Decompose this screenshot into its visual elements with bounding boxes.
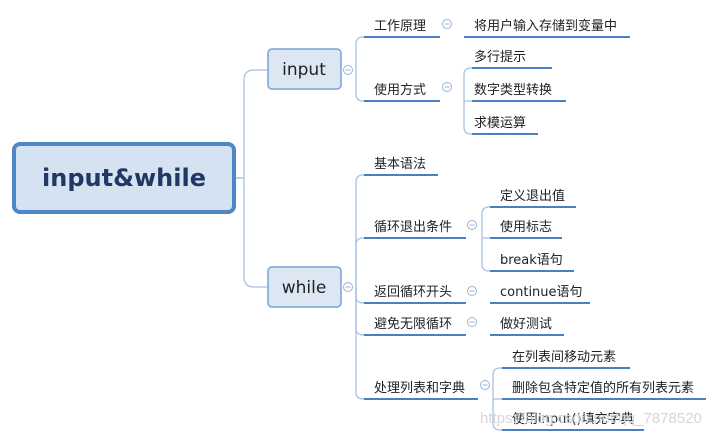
- leaf-label: 使用标志: [500, 219, 552, 235]
- leaf-node[interactable]: 在列表间移动元素: [502, 350, 630, 369]
- topic-node[interactable]: 避免无限循环: [364, 317, 466, 336]
- leaf-node[interactable]: 做好测试: [490, 317, 564, 336]
- leaf-node[interactable]: 数字类型转换: [472, 83, 566, 102]
- collapse-toggles: [343, 19, 490, 390]
- leaf-label: 使用input()填充字典: [512, 411, 634, 427]
- branch-node-input[interactable]: input: [267, 48, 342, 90]
- topic-node[interactable]: 返回循环开头: [364, 285, 466, 304]
- topic-node[interactable]: 循环退出条件: [364, 219, 466, 239]
- collapse-icon[interactable]: [480, 380, 490, 390]
- topic-label: 返回循环开头: [374, 285, 452, 300]
- branch-node-while-label: while: [282, 278, 327, 298]
- leaf-node[interactable]: 删除包含特定值的所有列表元素: [502, 380, 706, 400]
- topic-label: 循环退出条件: [374, 219, 452, 235]
- collapse-icon[interactable]: [442, 82, 452, 92]
- leaf-label: 将用户输入存储到变量中: [474, 18, 617, 34]
- topic-node[interactable]: 处理列表和字典: [364, 381, 478, 400]
- topic-node[interactable]: 工作原理: [364, 19, 440, 38]
- topic-node[interactable]: 基本语法: [364, 157, 438, 176]
- leaf-node[interactable]: break语句: [490, 253, 574, 272]
- topic-label: 使用方式: [374, 82, 426, 98]
- root-node-label: input&while: [42, 164, 206, 192]
- watermark-text: https://blog.csdn.net/qq_7878520: [480, 410, 702, 427]
- leaf-label: 求模运算: [474, 116, 526, 131]
- topic-label: 处理列表和字典: [374, 381, 465, 396]
- topic-label: 工作原理: [374, 19, 426, 34]
- connector-lines: [234, 36, 502, 431]
- branch-node-input-label: input: [282, 60, 326, 80]
- collapse-icon[interactable]: [343, 282, 353, 292]
- leaf-label: 定义退出值: [500, 188, 565, 204]
- leaf-node[interactable]: 将用户输入存储到变量中: [464, 18, 630, 38]
- leaf-label: 多行提示: [474, 49, 526, 65]
- root-node[interactable]: input&while: [12, 142, 236, 214]
- leaf-node[interactable]: 求模运算: [472, 116, 538, 135]
- topic-label: 避免无限循环: [374, 317, 452, 332]
- collapse-icon[interactable]: [343, 65, 353, 75]
- leaf-label: break语句: [500, 253, 563, 268]
- branch-node-while[interactable]: while: [267, 266, 342, 308]
- leaf-label: 做好测试: [500, 317, 552, 332]
- leaf-node[interactable]: 使用input()填充字典: [502, 411, 644, 431]
- collapse-icon[interactable]: [442, 19, 452, 29]
- leaf-node[interactable]: 定义退出值: [490, 188, 576, 208]
- leaf-label: 删除包含特定值的所有列表元素: [512, 380, 694, 396]
- collapse-icon[interactable]: [467, 220, 477, 230]
- leaf-node[interactable]: 使用标志: [490, 219, 562, 239]
- leaf-node[interactable]: continue语句: [490, 285, 590, 304]
- leaf-label: 数字类型转换: [474, 83, 552, 98]
- leaf-label: 在列表间移动元素: [512, 350, 616, 365]
- collapse-icon[interactable]: [467, 286, 477, 296]
- leaf-label: continue语句: [500, 285, 583, 300]
- topic-label: 基本语法: [374, 157, 426, 172]
- leaf-node[interactable]: 多行提示: [472, 49, 552, 69]
- collapse-icon[interactable]: [467, 317, 477, 327]
- topic-node[interactable]: 使用方式: [364, 82, 440, 102]
